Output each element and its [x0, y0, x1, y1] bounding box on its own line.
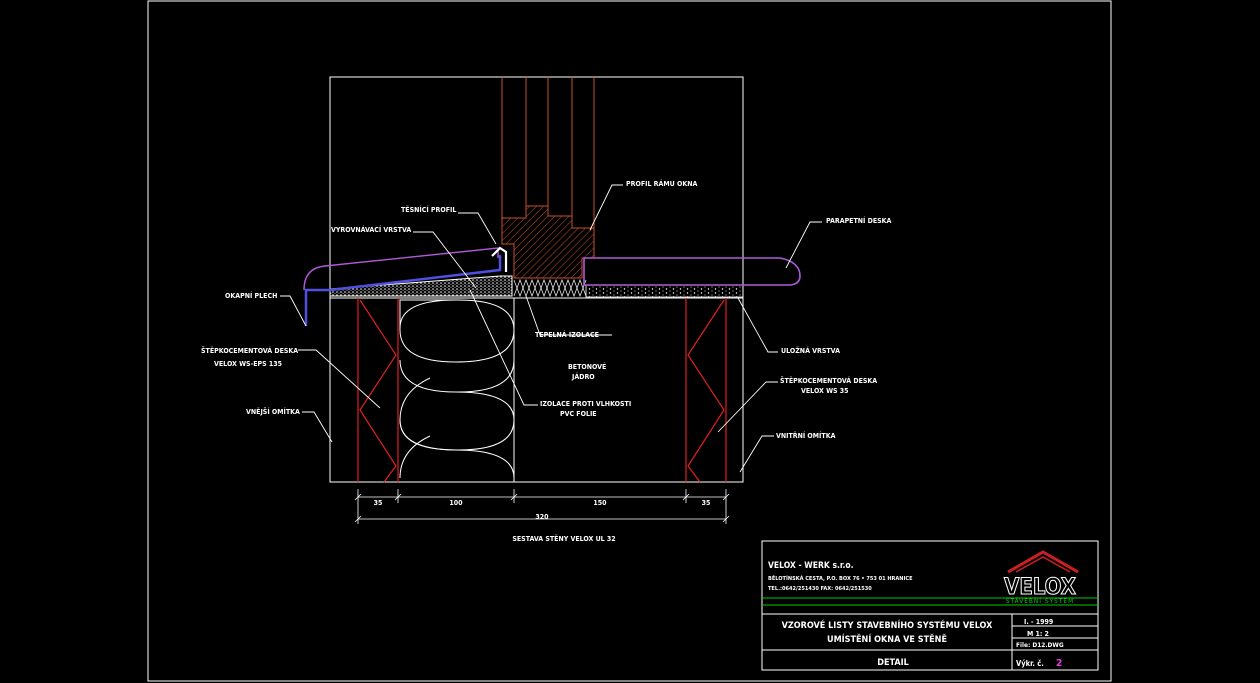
sheet-title-line1: VZOROVÉ LISTY STAVEBNÍHO SYSTÉMU VELOX: [782, 619, 993, 631]
detail-label: DETAIL: [877, 658, 909, 668]
interior-sill-board: [583, 257, 801, 286]
leader-lines: [280, 184, 822, 473]
label-int-board-1: ŠTĚPKOCEMENTOVÁ DESKA: [780, 376, 877, 385]
label-thermal-insulation: TEPELNÁ IZOLACE: [535, 330, 599, 339]
exterior-cement-board: [357, 298, 399, 483]
sheet-label: Výkr. č.: [1016, 659, 1044, 668]
leveling-layer: [329, 275, 744, 298]
dim-100: 100: [449, 499, 463, 507]
dim-150: 150: [593, 499, 607, 507]
label-drip-flashing: OKAPNÍ PLECH: [225, 291, 277, 300]
dim-35-interior: 35: [702, 499, 711, 507]
company-address: BĚLOTÍNSKÁ CESTA, P.O. BOX 76 • 753 01 H…: [768, 574, 913, 582]
sheet-title-line2: UMÍSTĚNÍ OKNA VE STĚNĚ: [827, 633, 947, 645]
wall-section: [329, 76, 744, 483]
sheet-border: [147, 0, 1112, 682]
title-block: VELOX - WERK s.r.o. BĚLOTÍNSKÁ CESTA, P.…: [761, 540, 1099, 671]
label-moisture-insulation-2: PVC FOLIE: [560, 410, 597, 418]
label-interior-plaster: VNITŘNÍ OMÍTKA: [776, 431, 836, 440]
label-moisture-insulation-1: IZOLACE PROTI VLHKOSTI: [540, 400, 631, 408]
drawing-caption: SESTAVA STĚNY VELOX UL 32: [512, 534, 615, 543]
flashing-top: [303, 247, 499, 291]
label-leveling-layer: VYROVNÁVACÍ VRSTVA: [331, 225, 411, 234]
company-contact: TEL.:0642/251430 FAX: 0642/251530: [768, 586, 872, 592]
label-sill-board: PARAPETNÍ DESKA: [826, 216, 892, 225]
annotation-labels: TĚSNÍCÍ PROFIL VYROVNÁVACÍ VRSTVA PROFIL…: [201, 179, 892, 440]
label-concrete-core-1: BETONOVÉ: [568, 362, 606, 371]
label-ext-board-1: ŠTĚPKOCEMENTOVÁ DESKA: [201, 346, 298, 355]
dimension-lines: [354, 489, 730, 524]
scale: M 1: 2: [1027, 630, 1049, 638]
company-name: VELOX - WERK s.r.o.: [768, 561, 854, 571]
velox-logo: VELOX STAVEBNÍ SYSTÉM: [1004, 550, 1079, 605]
label-sealing-profile: TĚSNÍCÍ PROFIL: [401, 205, 456, 214]
dim-320-total: 320: [535, 513, 549, 521]
label-int-board-2: VELOX WS 35: [801, 387, 849, 395]
drip-flashing: [304, 255, 502, 326]
sealing-profile: [491, 246, 508, 272]
logo-text: VELOX: [1004, 575, 1076, 600]
date: I. - 1999: [1024, 618, 1053, 626]
label-window-frame: PROFIL RÁMU OKNA: [626, 179, 697, 188]
dim-35-exterior: 35: [374, 499, 383, 507]
dimension-values: 35 100 150 35 320: [374, 499, 711, 521]
label-concrete-core-2: JÁDRO: [571, 372, 595, 381]
label-bedding-layer: ULOŽNÁ VRSTVA: [781, 346, 840, 355]
interior-cement-board: [685, 298, 727, 483]
wall-outline: [329, 76, 744, 483]
bedding-layer: [585, 284, 744, 298]
file-name: File: D12.DWG: [1016, 641, 1064, 649]
logo-subtext: STAVEBNÍ SYSTÉM: [1006, 596, 1074, 605]
label-exterior-plaster: VNĚJŠÍ OMÍTKA: [246, 407, 300, 416]
thermal-insulation-loops: [399, 299, 515, 479]
sheet-number: 2: [1056, 658, 1062, 669]
label-ext-board-2: VELOX WS-EPS 135: [214, 360, 282, 368]
window-frame-profile: [501, 77, 595, 279]
